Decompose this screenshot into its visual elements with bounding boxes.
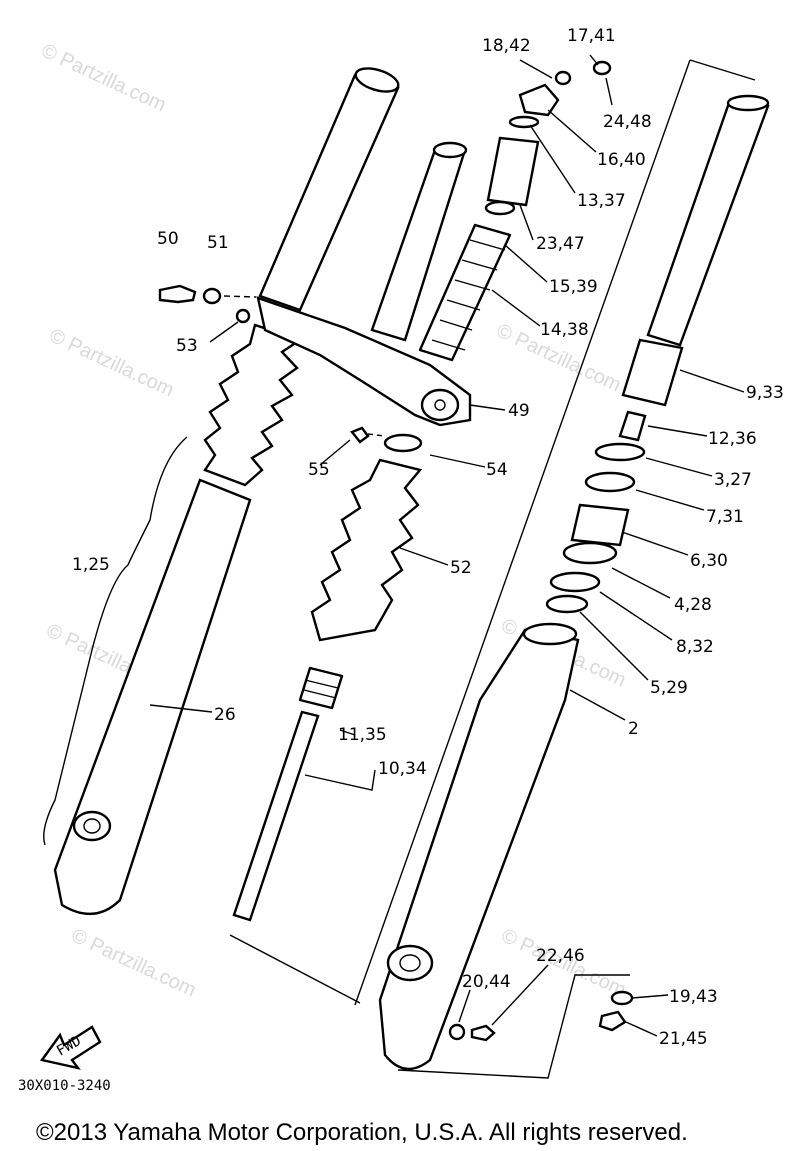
right-fork-assembly <box>354 59 770 1070</box>
label-15-39: 15,39 <box>549 277 598 297</box>
label-22-46: 22,46 <box>536 946 585 966</box>
label-5-29: 5,29 <box>650 678 688 698</box>
watermark: © Partzilla.com <box>46 325 177 402</box>
label-4-28: 4,28 <box>674 595 712 615</box>
label-16-40: 16,40 <box>597 150 646 170</box>
washer-51 <box>202 287 222 305</box>
label-8-32: 8,32 <box>676 637 714 657</box>
fwd-arrow-icon <box>39 1025 102 1070</box>
label-14-38: 14,38 <box>540 320 589 340</box>
left-outer-tube <box>53 478 252 916</box>
label-23-47: 23,47 <box>536 234 585 254</box>
air-valve-18 <box>554 70 572 86</box>
washer-7 <box>584 471 636 493</box>
label-17-41: 17,41 <box>567 26 616 46</box>
bolt-and-washer-50-51 <box>158 284 257 343</box>
bolt-22 <box>470 1024 496 1042</box>
spacer-13 <box>486 136 540 207</box>
circlip-3 <box>594 442 646 462</box>
label-19-43: 19,43 <box>669 987 718 1007</box>
label-49: 49 <box>508 401 530 421</box>
label-26: 26 <box>214 705 236 725</box>
right-tube-top <box>726 94 770 112</box>
steering-stem <box>370 148 467 342</box>
upper-fork-internals <box>418 54 613 362</box>
steering-stem-assembly <box>256 141 506 427</box>
part-labels: 18,42 17,41 24,48 16,40 13,37 23,47 15,3… <box>72 26 784 1049</box>
damper-rod <box>232 710 320 922</box>
label-21-45: 21,45 <box>659 1029 708 1049</box>
label-6-30: 6,30 <box>690 551 728 571</box>
left-fork-bracket <box>43 436 188 846</box>
label-9-33: 9,33 <box>746 383 784 403</box>
left-dust-boot <box>203 323 303 487</box>
bolt-50 <box>158 284 197 304</box>
label-50: 50 <box>157 229 179 249</box>
clip-8 <box>549 571 601 593</box>
label-13-37: 13,37 <box>577 191 626 211</box>
cylinder-comp-12 <box>618 410 647 442</box>
right-axle-boss <box>386 944 434 982</box>
slide-metal-9 <box>621 338 684 407</box>
oil-seal-4 <box>562 541 618 565</box>
under-bracket <box>256 296 472 427</box>
left-fork-assembly <box>43 67 400 916</box>
under-bracket-clamp <box>420 388 460 422</box>
diagram-code: 30X010-3240 <box>18 1078 111 1094</box>
slide-metal-6 <box>570 503 630 547</box>
label-20-44: 20,44 <box>462 972 511 992</box>
copyright-notice: ©2013 Yamaha Motor Corporation, U.S.A. A… <box>36 1119 688 1146</box>
rebound-spring-11 <box>298 666 344 710</box>
label-18-42: 18,42 <box>482 36 531 56</box>
label-3-27: 3,27 <box>714 470 752 490</box>
left-tube-cap <box>354 67 400 93</box>
steering-stem-top <box>432 141 468 159</box>
gasket-20 <box>448 1023 466 1041</box>
drain-bolt-assembly <box>397 964 669 1079</box>
center-fork-internals <box>229 426 486 1004</box>
label-11-35: 11,35 <box>338 725 387 745</box>
o-ring-16 <box>508 115 540 129</box>
watermark: © Partzilla.com <box>38 40 169 117</box>
dust-seal-5 <box>545 594 589 614</box>
label-54: 54 <box>486 460 508 480</box>
screw-55 <box>350 426 370 444</box>
center-dust-boot <box>310 458 423 642</box>
label-1-25: 1,25 <box>72 555 110 575</box>
oil-seal-54 <box>383 433 423 453</box>
left-axle-boss <box>72 810 112 842</box>
label-2: 2 <box>628 719 639 739</box>
label-55: 55 <box>308 460 330 480</box>
label-51: 51 <box>207 233 229 253</box>
forward-arrow: FWD <box>39 1025 102 1070</box>
label-10-34: 10,34 <box>378 759 427 779</box>
gasket-19 <box>610 990 634 1006</box>
left-inner-tube <box>258 73 400 312</box>
label-52: 52 <box>450 558 472 578</box>
right-inner-tube <box>646 98 770 347</box>
label-12-36: 12,36 <box>708 429 757 449</box>
cap-bolt <box>518 83 560 117</box>
label-7-31: 7,31 <box>706 507 744 527</box>
fork-spring-14 <box>418 223 512 362</box>
label-53: 53 <box>176 336 198 356</box>
right-outer-tube-top <box>522 622 578 646</box>
watermark: © Partzilla.com <box>68 925 199 1002</box>
screw-21 <box>598 1010 627 1032</box>
screw-53 <box>235 308 251 324</box>
label-24-48: 24,48 <box>603 112 652 132</box>
